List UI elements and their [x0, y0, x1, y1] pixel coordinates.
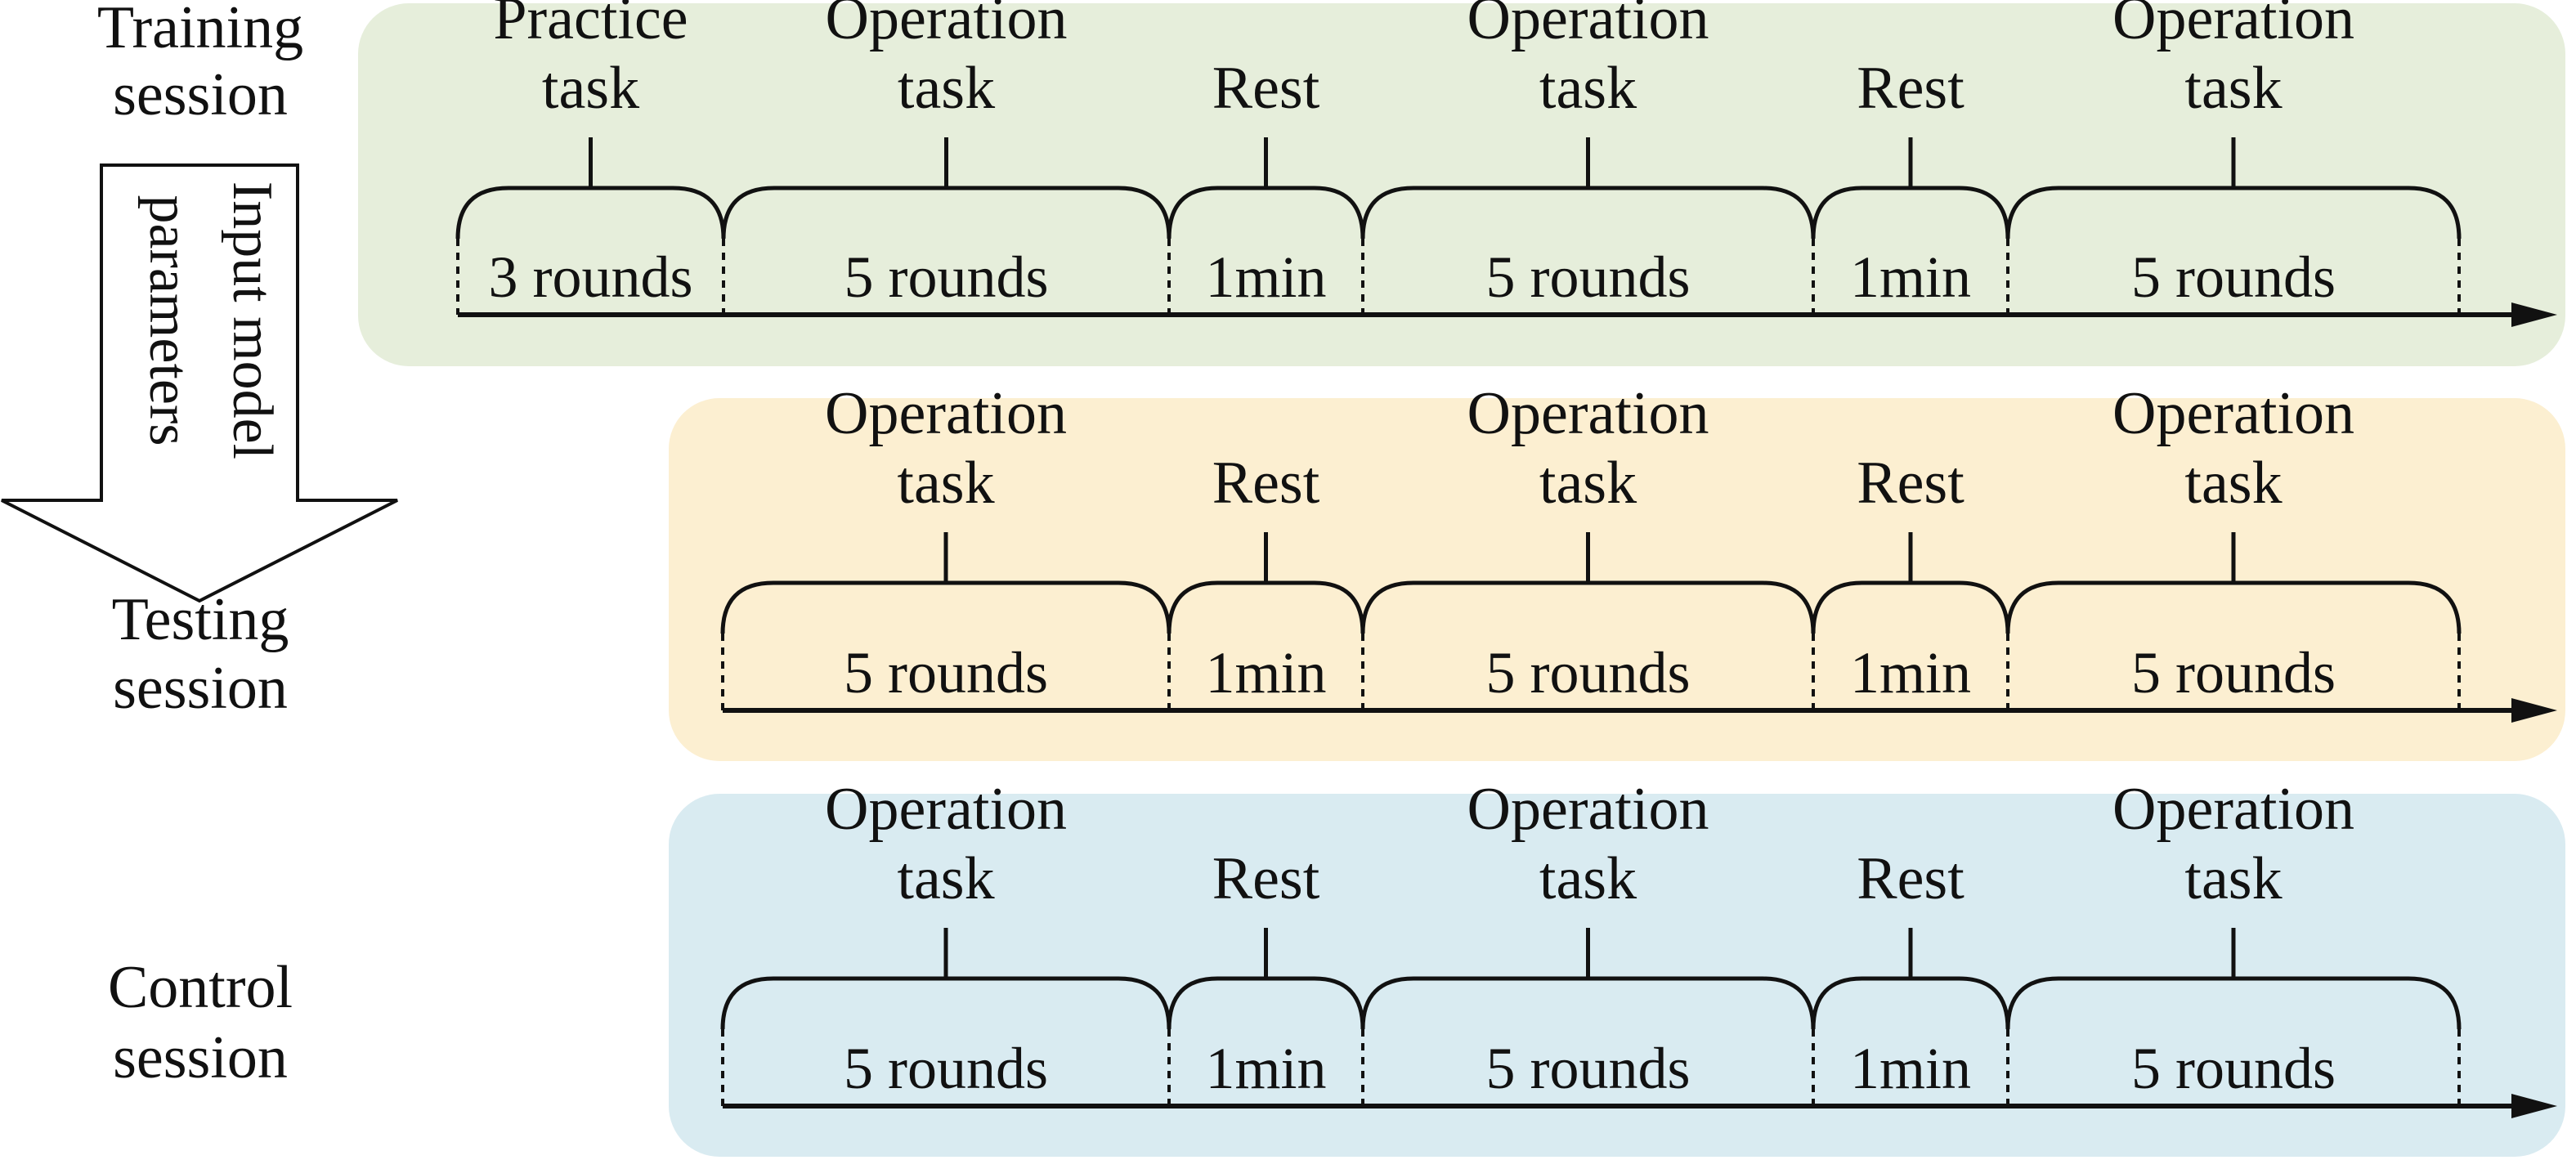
- control-segment-duration: 1min: [1850, 1036, 1971, 1101]
- training-segment-duration: 5 rounds: [2131, 244, 2336, 310]
- down-arrow-icon: [1, 163, 398, 603]
- training-segment-label: task: [1539, 55, 1637, 122]
- training-session-name: Training: [97, 0, 303, 61]
- control-segment-label: task: [2184, 845, 2282, 912]
- control-segment-duration: 1min: [1205, 1036, 1326, 1101]
- training-segment-label: task: [542, 55, 639, 122]
- testing-session-name: session: [113, 655, 288, 722]
- training-segment-duration: 5 rounds: [1486, 244, 1691, 310]
- control-segment-label: Operation: [1467, 776, 1709, 843]
- control-session-name: session: [113, 1024, 288, 1091]
- control-segment-duration: 5 rounds: [2131, 1036, 2336, 1101]
- testing-segment-duration: 5 rounds: [2131, 640, 2336, 705]
- testing-segment-label: task: [1539, 450, 1637, 517]
- training-segment-duration: 3 rounds: [489, 244, 693, 310]
- training-segment-label: task: [898, 55, 995, 122]
- training-segment-label: Operation: [1467, 0, 1709, 52]
- training-segment-label: Practice: [493, 0, 688, 52]
- control-session-panel: [669, 794, 2565, 1157]
- testing-segment-duration: 5 rounds: [1486, 640, 1691, 705]
- control-time-arrowhead: [2511, 1094, 2557, 1118]
- training-segment-label: Rest: [1212, 55, 1320, 122]
- control-segment-label: task: [897, 845, 994, 912]
- training-segment-label: Operation: [826, 0, 1068, 52]
- training-session-name: session: [113, 61, 288, 128]
- transfer-arrow-text: Input model: [221, 181, 284, 459]
- control-segment-duration: 5 rounds: [844, 1036, 1048, 1101]
- control-segment-label: Rest: [1857, 845, 1964, 912]
- testing-segment-duration: 1min: [1850, 640, 1971, 705]
- testing-segment-label: task: [2184, 450, 2282, 517]
- testing-segment-duration: 1min: [1205, 640, 1326, 705]
- training-segment-duration: 1min: [1205, 244, 1326, 310]
- transfer-arrow-text: parameters: [137, 195, 200, 446]
- control-segment-label: Operation: [825, 776, 1067, 843]
- training-session-panel: [358, 3, 2565, 366]
- training-time-arrowhead: [2511, 302, 2557, 327]
- testing-segment-label: Rest: [1212, 450, 1320, 517]
- testing-segment-label: Operation: [1467, 380, 1709, 447]
- training-segment-duration: 1min: [1850, 244, 1971, 310]
- testing-session-panel: [669, 398, 2565, 761]
- training-segment-label: task: [2184, 55, 2282, 122]
- control-segment-duration: 5 rounds: [1486, 1036, 1691, 1101]
- input-model-parameters-arrow: Input model parameters: [1, 163, 398, 603]
- testing-time-arrowhead: [2511, 698, 2557, 723]
- control-session-name: Control: [108, 954, 293, 1021]
- testing-segment-label: Rest: [1857, 450, 1964, 517]
- training-segment-label: Rest: [1857, 55, 1964, 122]
- control-segment-label: Rest: [1212, 845, 1320, 912]
- training-segment-duration: 5 rounds: [844, 244, 1049, 310]
- testing-segment-duration: 5 rounds: [844, 640, 1048, 705]
- control-segment-label: Operation: [2112, 776, 2354, 843]
- control-segment-label: task: [1539, 845, 1637, 912]
- training-segment-label: Operation: [2112, 0, 2354, 52]
- testing-segment-label: Operation: [2112, 380, 2354, 447]
- session-names: TrainingsessionTestingsessionControlsess…: [97, 0, 303, 1091]
- testing-segment-label: task: [897, 450, 994, 517]
- testing-segment-label: Operation: [825, 380, 1067, 447]
- session-panels: [358, 3, 2565, 1157]
